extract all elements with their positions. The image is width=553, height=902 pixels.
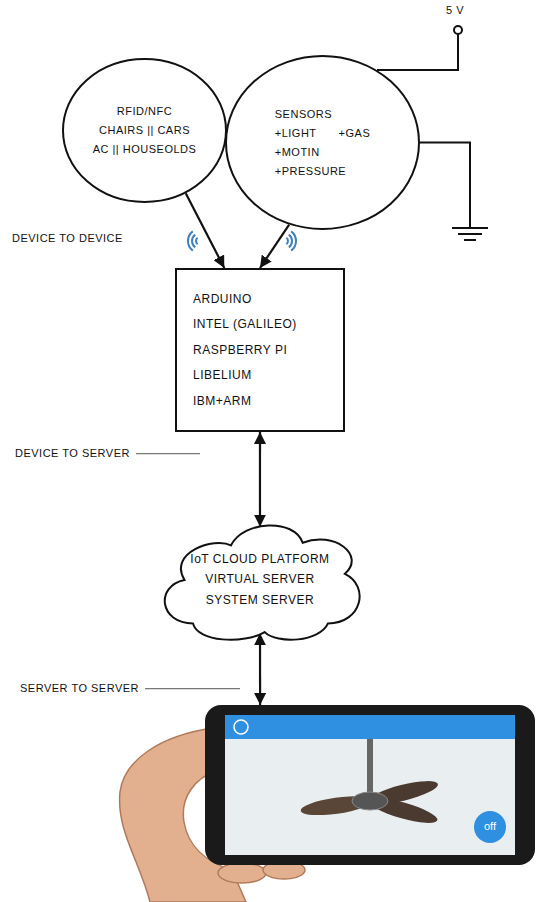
toggle-button [474,811,506,843]
node-text: CHAIRS || CARS [99,124,190,137]
node-text: VIRTUAL SERVER [205,573,314,587]
box-outline [176,269,344,431]
node-text: SENSORS [275,107,332,120]
node-text: IBM+ARM [193,394,252,408]
node-text: ARDUINO [193,292,252,306]
smartphone-outline [205,705,535,865]
text-row: AC || HOUSEOLDS [93,143,197,156]
connector-arrow [259,432,261,527]
phone-body [205,705,535,865]
voltage-label: 5 V [446,4,464,17]
node-text: AC || HOUSEOLDS [93,143,197,156]
wireless-waves [286,231,296,250]
text-row: LIBELIUM [193,368,252,382]
ground-wire [420,143,470,229]
board-box: ARDUINO INTEL (GALILEO) RASPBERRY PI LIBELI… [175,268,345,432]
node-content: RFID/NFC CHAIRS || CARS AC || HOUSEOLDS [93,105,197,157]
node-text: IoT CLOUD PLATFORM [190,552,329,566]
rfid-circle: RFID/NFC CHAIRS || CARS AC || HOUSEOLDS [62,58,227,203]
text-row: IoT CLOUD PLATFORM [190,552,329,566]
node-text: LIBELIUM [193,368,252,382]
node-content: off [205,705,535,865]
node-text: INTEL (GALILEO) [193,317,297,331]
leader-line [145,688,240,689]
text-row: RASPBERRY PI [193,343,287,357]
app-bar [225,715,515,739]
fan-motor [352,792,388,810]
text-row: SENSORS [275,107,332,120]
wireless-icon [188,231,198,250]
sensor-circle: SENSORS +LIGHT +GAS +MOTIN +PRESSURE [225,55,420,230]
leader-line [136,453,200,454]
circle-outline [226,56,419,229]
phone-screen [225,715,515,855]
connector-arrow [260,225,289,268]
text-row: VIRTUAL SERVER [205,573,314,587]
node-text: +PRESSURE [275,165,346,178]
link-label: DEVICE TO SERVER [15,447,130,460]
text-row: SYSTEM SERVER [206,593,314,607]
supply-wire [377,34,458,70]
text-row: +PRESSURE [275,165,346,178]
node-text: +GAS [339,126,371,139]
node-text: +MOTIN [275,146,320,159]
fan-rod [367,739,373,795]
text-row: +MOTIN [275,146,320,159]
smartphone: off [205,705,535,865]
node-text: SYSTEM SERVER [206,593,314,607]
node-text: +LIGHT [275,126,317,139]
link-label: SERVER TO SERVER [20,682,139,695]
wireless-waves [188,231,198,250]
text-row: IBM+ARM [193,394,252,408]
wireless-icon [286,231,296,250]
sensor-circle-outline [225,55,420,230]
text-row: CHAIRS || CARS [99,124,190,137]
text-row: INTEL (GALILEO) [193,317,297,331]
node-text: RASPBERRY PI [193,343,287,357]
cloud-platform: IoT CLOUD PLATFORM VIRTUAL SERVER SYSTEM S… [155,518,366,642]
text-row: ARDUINO [193,292,252,306]
circle-outline [63,59,226,202]
link-label: DEVICE TO DEVICE [12,232,123,245]
node-content: ARDUINO INTEL (GALILEO) RASPBERRY PI LIBELI… [193,292,297,408]
connector-arrow [259,633,261,705]
toggle-text: off [484,820,496,833]
app-icon [234,720,248,734]
node-text: RFID/NFC [117,105,172,118]
node-content: IoT CLOUD PLATFORM VIRTUAL SERVER SYSTEM S… [190,552,329,607]
cloud-outline [164,525,359,639]
text-row: +LIGHT +GAS [275,126,370,139]
supply-terminal [454,26,462,34]
text-row: RFID/NFC [117,105,172,118]
node-content: SENSORS +LIGHT +GAS +MOTIN +PRESSURE [275,107,370,178]
finger [218,863,266,883]
ground-symbol [452,228,488,240]
connector-arrow [186,193,225,268]
